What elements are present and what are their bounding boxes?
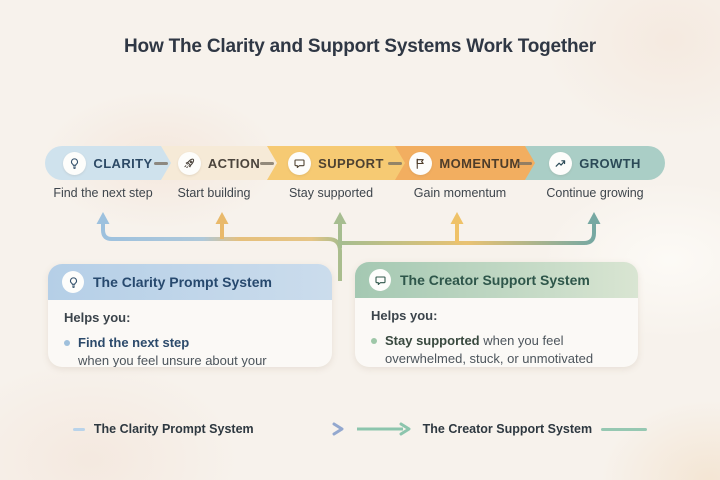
card-header: The Creator Support System [355,262,638,298]
chat-bubble-icon [369,269,391,291]
background-blob [600,400,720,480]
legend: The Clarity Prompt System The Creator Su… [0,421,720,437]
card-title: The Clarity Prompt System [93,274,272,290]
stage-caption: Stay supported [288,186,374,200]
flow-bar: CLARITY ACTION SUPPORT [45,146,665,180]
stage-clarity: CLARITY [45,146,171,180]
flag-icon [409,152,432,175]
bullet-text: Stay supported when you feel overwhelmed… [385,332,593,367]
arrow-up-momentum [450,212,464,224]
clarity-prompt-system-card: The Clarity Prompt System Helps you: Fin… [48,264,332,367]
bullet-line2: overwhelmed, stuck, or unmotivated [385,351,594,367]
stage-separator-dash [388,162,402,165]
chat-bubble-icon [288,152,311,175]
stage-label: MOMENTUM [439,155,521,171]
creator-support-system-card: The Creator Support System Helps you: St… [355,262,638,367]
legend-blue-dash [72,427,85,431]
bullet-text: Find the next step when you feel unsure … [78,334,316,367]
legend-blue-arrow [263,422,344,436]
stage-caption: Gain momentum [413,186,507,200]
stage-separator-dash [154,162,168,165]
card-title: The Creator Support System [400,272,590,288]
helps-label: Helps you: [64,310,131,325]
bullet-bold: Stay supported [385,333,480,349]
lightbulb-icon [63,152,86,175]
card-body: Helps you: Stay supported when you feel … [355,298,638,367]
background-blob [0,360,240,480]
stage-growth: GROWTH [525,146,665,180]
legend-label-clarity: The Clarity Prompt System [93,422,254,436]
page-title: How The Clarity and Support Systems Work… [124,36,596,57]
arrow-up-clarity [96,212,110,224]
bullet-dot [64,340,70,347]
helps-label: Helps you: [371,308,438,323]
stage-separator-dash [260,162,274,165]
lightbulb-icon [62,271,84,293]
stage-caption: Start building [177,186,251,200]
card-body: Helps you: Find the next step when you f… [48,300,332,367]
stage-support: SUPPORT [267,146,405,180]
arrow-up-growth [587,212,601,224]
legend-green-arrow [356,422,411,436]
stage-label: GROWTH [579,155,641,171]
bullet-line2: when you feel unsure about your directio… [78,353,267,367]
card-header: The Clarity Prompt System [48,264,332,300]
bullet-rest: when you feel [479,333,564,349]
bullet-bold: Find the next step [78,335,190,351]
stage-label: SUPPORT [318,155,384,171]
bullet-dot [371,338,377,345]
stage-label: ACTION [207,155,261,171]
stage-separator-dash [518,162,532,165]
arrow-up-action [215,212,229,224]
bullet-item: Stay supported when you feel overwhelmed… [371,332,622,367]
stage-caption: Find the next step [53,186,153,200]
stage-caption: Continue growing [546,186,644,200]
stage-label: CLARITY [93,155,153,171]
rocket-icon [178,152,201,175]
background-blob [540,0,720,140]
stage-momentum: MOMENTUM [395,146,535,180]
legend-green-line [601,427,648,431]
arrow-up-support [333,212,347,224]
legend-label-support: The Creator Support System [422,422,593,436]
trend-up-icon [549,151,573,175]
bullet-item: Find the next step when you feel unsure … [64,334,316,367]
